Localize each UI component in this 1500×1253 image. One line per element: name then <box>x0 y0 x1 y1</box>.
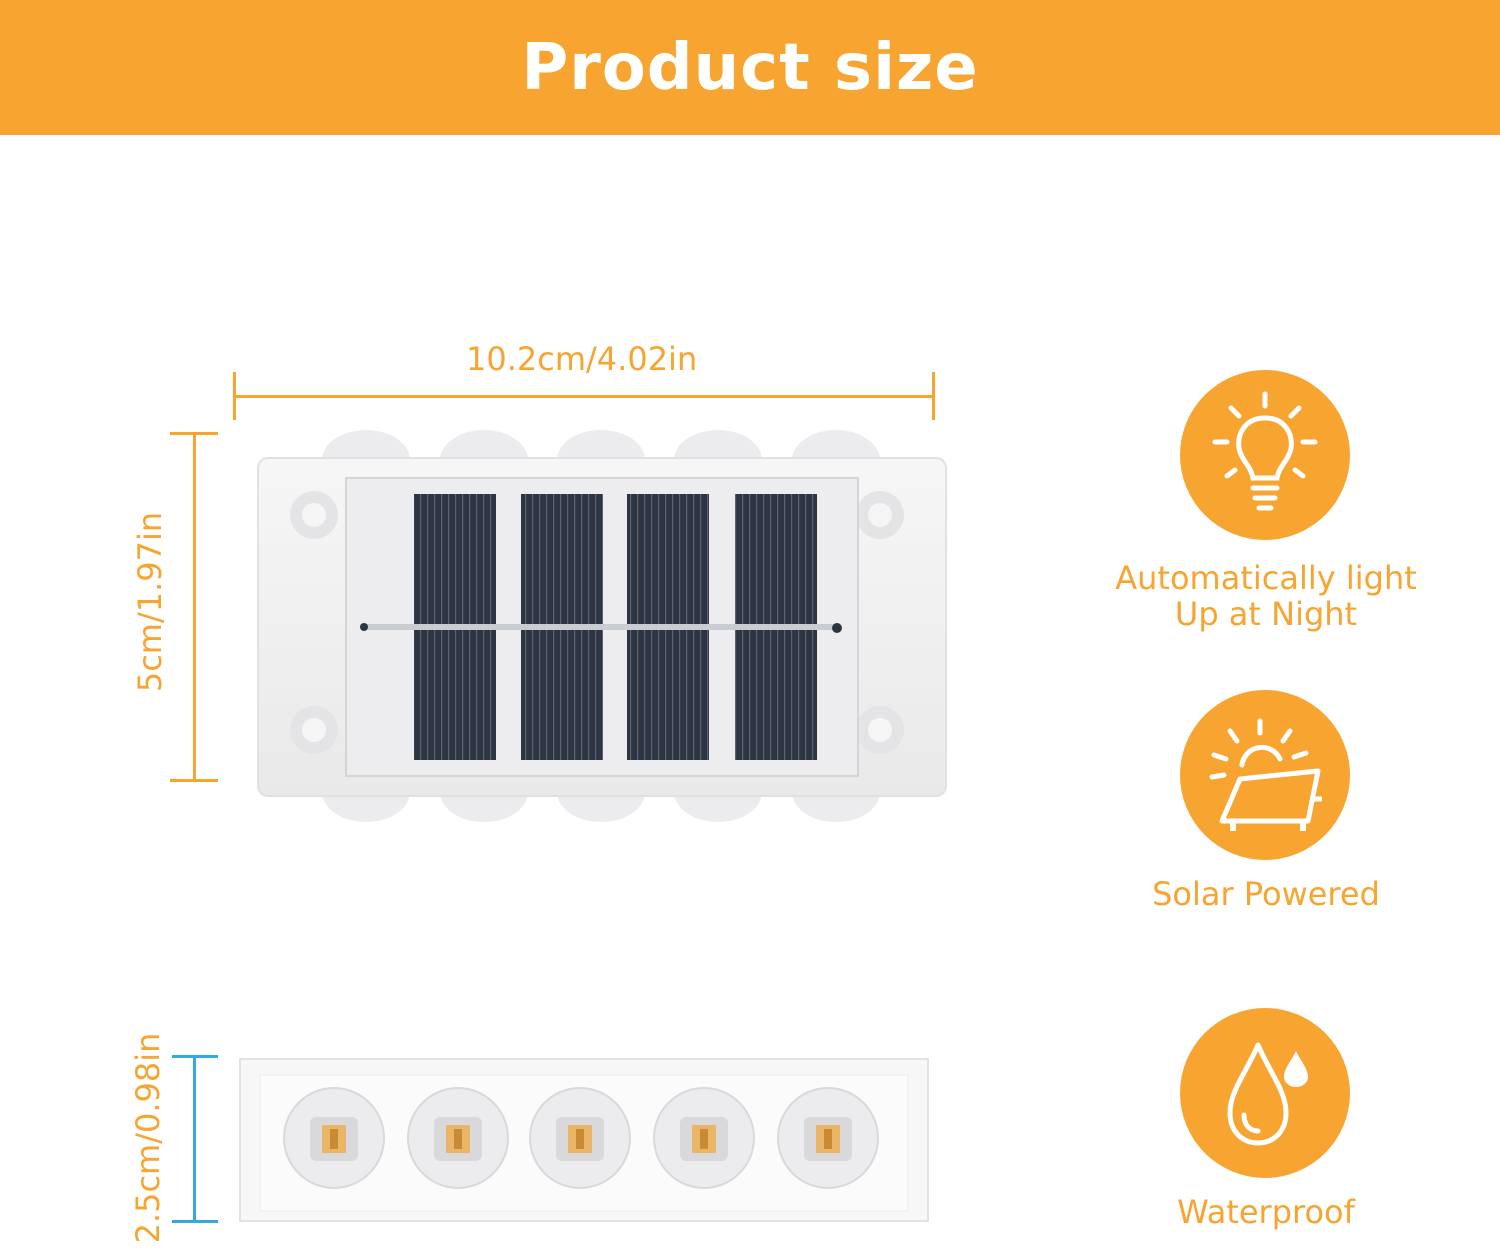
depth-dimension-tick-top <box>172 1055 218 1058</box>
feature-waterproof-line1: Waterproof <box>1177 1193 1355 1231</box>
water-drop-icon <box>1227 1042 1308 1146</box>
width-dimension-tick-right <box>932 372 935 420</box>
height-dimension-label: 5cm/1.97in <box>131 511 169 693</box>
feature-auto-light-text: Automatically light Up at Night <box>1086 560 1446 632</box>
solar-panel-icon <box>1209 718 1322 831</box>
width-dimension-line <box>233 395 935 398</box>
depth-dimension-tick-bottom <box>172 1220 218 1223</box>
feature-waterproof <box>1180 1008 1350 1178</box>
height-dimension-tick-bottom <box>170 779 218 782</box>
light-bulb-icon <box>1212 391 1318 511</box>
width-dimension-label: 10.2cm/4.02in <box>466 340 698 378</box>
width-dimension-tick-left <box>233 372 236 420</box>
feature-auto-light <box>1180 370 1350 540</box>
product-side-view <box>239 1058 929 1222</box>
feature-waterproof-text: Waterproof <box>1086 1194 1446 1230</box>
depth-dimension-line <box>193 1055 196 1223</box>
feature-solar-powered-line1: Solar Powered <box>1152 875 1380 913</box>
height-dimension-tick-top <box>170 432 218 435</box>
page-title: Product size <box>521 30 979 105</box>
feature-auto-light-line2: Up at Night <box>1174 595 1358 633</box>
feature-auto-light-line1: Automatically light <box>1115 559 1417 597</box>
depth-dimension-label: 2.5cm/0.98in <box>129 1032 167 1244</box>
feature-solar-powered-text: Solar Powered <box>1086 876 1446 912</box>
header-banner: Product size <box>0 0 1500 135</box>
feature-solar-powered <box>1180 690 1350 860</box>
product-top-view <box>257 430 947 822</box>
height-dimension-line <box>193 432 196 782</box>
